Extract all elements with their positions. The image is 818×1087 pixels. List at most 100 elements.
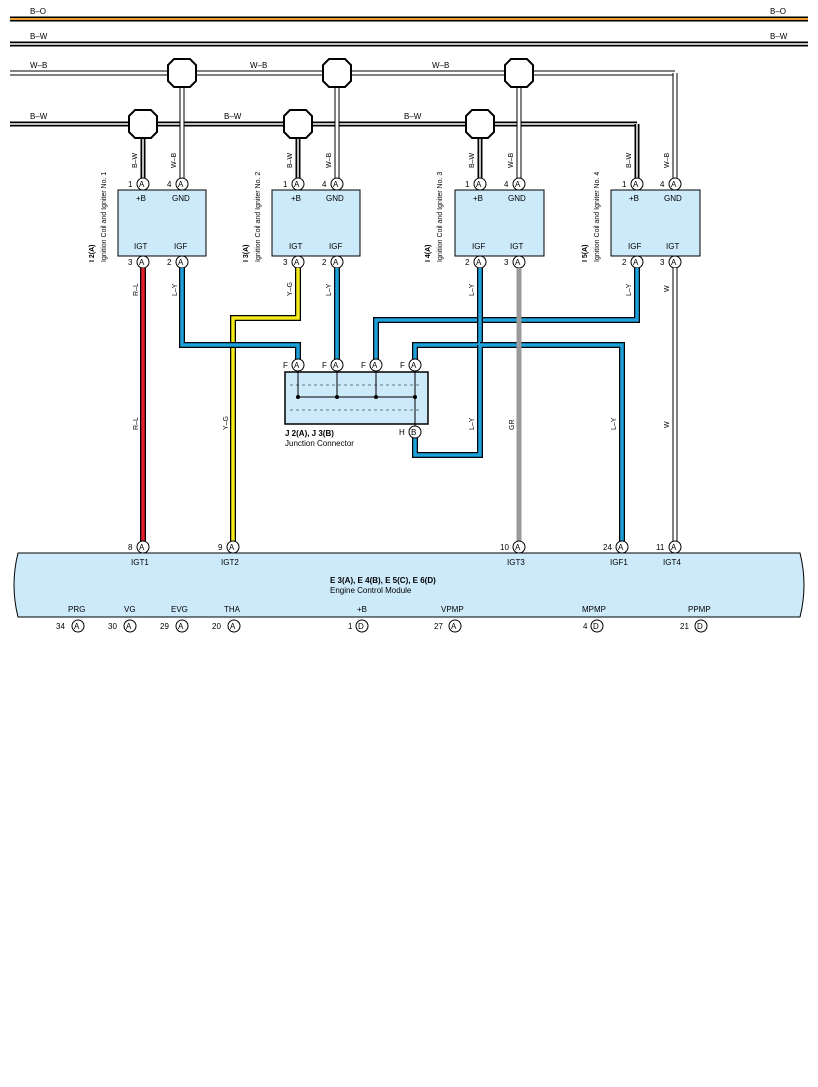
ecm-sig-igt2: IGT2 bbox=[221, 558, 239, 567]
ecm-top-pin-8: 8 bbox=[128, 543, 133, 552]
ecm-bot-pin-1: 1 bbox=[348, 622, 353, 631]
ecm-bot-conn-34: A bbox=[74, 622, 80, 631]
ecm-sig-vg: VG bbox=[124, 605, 136, 614]
ecm-sig-vpmp: VPMP bbox=[441, 605, 464, 614]
bus-bw-1-label-left: B–W bbox=[30, 32, 48, 41]
bus-bw-1-label-right: B–W bbox=[770, 32, 788, 41]
coil-1-wire-bw: B–W bbox=[132, 152, 139, 168]
wire-label-ly-1: L–Y bbox=[172, 283, 179, 296]
ecm-sig-evg: EVG bbox=[171, 605, 188, 614]
coil-1-sig-igt: IGT bbox=[134, 242, 147, 251]
coil-1-pin-2: 2 bbox=[167, 258, 172, 267]
bus-bo-label-left: B–O bbox=[30, 7, 46, 16]
wire-label-ly-4: L–Y bbox=[469, 417, 476, 430]
ignition-wire-labels: R–L R–L L–Y Y–G L–Y Y–G L–Y L–Y GR L–Y L… bbox=[133, 282, 671, 430]
ecm-bot-pin-29: 29 bbox=[160, 622, 169, 631]
coil-4-sig-b: +B bbox=[629, 194, 639, 203]
junction-pin-h: H bbox=[399, 428, 405, 437]
coil-4-conn-4: A bbox=[671, 180, 677, 189]
ecm-bot-conn-29: A bbox=[178, 622, 184, 631]
ecm-sig-tha: THA bbox=[224, 605, 241, 614]
coil-2-conn-4: A bbox=[333, 180, 339, 189]
ignition-wires bbox=[140, 268, 678, 543]
wire-label-yg-2: Y–G bbox=[223, 416, 230, 430]
wire-label-ly-3: L–Y bbox=[469, 283, 476, 296]
coil-3-code: I 4(A) bbox=[425, 245, 432, 263]
ecm-bot-conn-27: A bbox=[451, 622, 457, 631]
coil-1-box bbox=[117, 189, 207, 257]
wire-label-w-2: W bbox=[664, 421, 671, 428]
ecm-code: E 3(A), E 4(B), E 5(C), E 6(D) bbox=[330, 576, 436, 585]
coil-3-sig-b: +B bbox=[473, 194, 483, 203]
ecm-box bbox=[13, 552, 805, 618]
wire-label-ly-5: L–Y bbox=[626, 283, 633, 296]
junction-conn-f3: A bbox=[372, 361, 378, 370]
coil-4-wire-wb: W–B bbox=[664, 153, 671, 169]
coil-1-code: I 2(A) bbox=[89, 245, 96, 263]
junction-name: Junction Connector bbox=[285, 439, 354, 448]
junction-code: J 2(A), J 3(B) bbox=[285, 429, 334, 438]
coil-3-pin-3: 3 bbox=[504, 258, 509, 267]
coil-4-pin-4: 4 bbox=[660, 180, 665, 189]
coil-3-conn-4: A bbox=[515, 180, 521, 189]
coil-3-wire-bw: B–W bbox=[469, 152, 476, 168]
coil-2-pin-1: 1 bbox=[283, 180, 288, 189]
coil-3-sig-gnd: GND bbox=[508, 194, 526, 203]
coil-3-box bbox=[454, 189, 545, 257]
wire-label-rl-2: R–L bbox=[133, 417, 140, 430]
coil-4-pin-1: 1 bbox=[622, 180, 627, 189]
coil-2-conn-2: A bbox=[333, 258, 339, 267]
ecm-bot-pin-34: 34 bbox=[56, 622, 65, 631]
coil-4-pin-3: 3 bbox=[660, 258, 665, 267]
ecm-sig-ppmp: PPMP bbox=[688, 605, 711, 614]
coil-3-name: Ignition Coil and Igniter No. 3 bbox=[437, 172, 444, 262]
coil-1-sig-b: +B bbox=[136, 194, 146, 203]
wire-label-yg-1: Y–G bbox=[287, 282, 294, 296]
bus-bw-2-label-mid-2: B–W bbox=[404, 112, 422, 121]
coil-2-box bbox=[271, 189, 361, 257]
coil-1-sig-gnd: GND bbox=[172, 194, 190, 203]
coil-1-sig-igf: IGF bbox=[174, 242, 187, 251]
engine-control-module: E 3(A), E 4(B), E 5(C), E 6(D) Engine Co… bbox=[13, 540, 805, 633]
ecm-bot-conn-1: D bbox=[358, 622, 364, 631]
coil-4-conn-2: A bbox=[633, 258, 639, 267]
coil-2-conn-3: A bbox=[294, 258, 300, 267]
coil-2-wire-wb: W–B bbox=[326, 153, 333, 169]
ecm-top-conn-24: A bbox=[618, 543, 624, 552]
ecm-bot-pin-21: 21 bbox=[680, 622, 689, 631]
ecm-bot-pin-20: 20 bbox=[212, 622, 221, 631]
ecm-sig-b: +B bbox=[357, 605, 367, 614]
coil-1-conn-1: A bbox=[139, 180, 145, 189]
coil-4-pin-2: 2 bbox=[622, 258, 627, 267]
ecm-sig-prg: PRG bbox=[68, 605, 85, 614]
bus-bo-label-right: B–O bbox=[770, 7, 786, 16]
ecm-top-pin-11: 11 bbox=[656, 543, 665, 552]
junction-pin-f2: F bbox=[322, 361, 327, 370]
coil-2-sig-igf: IGF bbox=[329, 242, 342, 251]
ecm-top-conn-9: A bbox=[229, 543, 235, 552]
ecm-sig-igf1: IGF1 bbox=[610, 558, 628, 567]
junction-conn-h: B bbox=[411, 428, 416, 437]
coil-4-sig-gnd: GND bbox=[664, 194, 682, 203]
ignition-coil-1: B–W W–B 1 A 4 A +B GND IGT IGF A 3 A 2 I… bbox=[89, 152, 207, 269]
coil-4-conn-1: A bbox=[633, 180, 639, 189]
bus-bw-2-label-mid-1: B–W bbox=[224, 112, 242, 121]
junction-conn-f4: A bbox=[411, 361, 417, 370]
coil-1-wire-wb: W–B bbox=[171, 153, 178, 169]
junction-pin-f1: F bbox=[283, 361, 288, 370]
wire-label-ly-6: L–Y bbox=[611, 417, 618, 430]
ignition-coil-3: B–W W–B 1 A 4 A +B GND IGF IGT A 2 A 3 I… bbox=[425, 152, 545, 269]
coil-3-pin-2: 2 bbox=[465, 258, 470, 267]
bus-bw-2-label-left: B–W bbox=[30, 112, 48, 121]
bus-wb-label-mid-1: W–B bbox=[250, 61, 267, 70]
bus-bw-2: B–W B–W B–W bbox=[10, 112, 640, 180]
bus-bo: B–O B–O bbox=[10, 7, 808, 22]
coil-2-sig-b: +B bbox=[291, 194, 301, 203]
junction-conn-f1: A bbox=[294, 361, 300, 370]
coil-4-sig-igt: IGT bbox=[666, 242, 679, 251]
bus-bw-1: B–W B–W bbox=[10, 32, 808, 47]
coil-2-sig-igt: IGT bbox=[289, 242, 302, 251]
ecm-name: Engine Control Module bbox=[330, 586, 412, 595]
junction-connector: F A F A F A F A H B J 2(A), J 3(B) Junct… bbox=[283, 358, 429, 448]
